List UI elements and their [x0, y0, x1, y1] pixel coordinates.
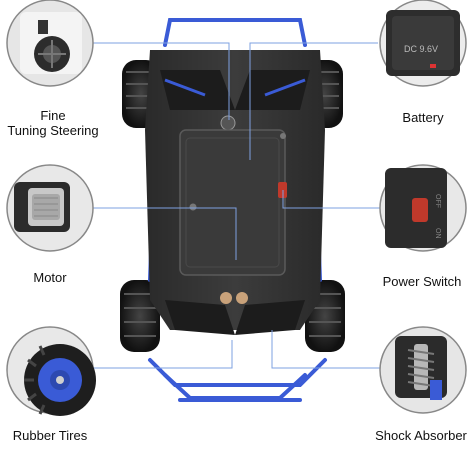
rc-car — [120, 18, 345, 402]
label-rubber-tires: Rubber Tires — [12, 428, 88, 443]
battery-voltage-text: DC 9.6V — [404, 44, 438, 54]
battery-cover — [179, 129, 286, 276]
leader-lines — [80, 42, 380, 369]
label-fine-tuning-steering: Fine Tuning Steering — [7, 108, 99, 138]
inset-power-switch: OFF ON — [379, 164, 467, 252]
steering-knob — [220, 115, 236, 131]
label-power-switch: Power Switch — [382, 274, 462, 289]
inset-fine-tuning-steering — [6, 0, 94, 87]
switch-on-text: ON — [434, 228, 441, 239]
label-shock-absorber: Shock Absorber — [375, 428, 467, 443]
inset-motor — [6, 164, 94, 252]
inset-battery: DC 9.6V — [379, 0, 467, 87]
label-motor: Motor — [33, 270, 67, 285]
inset-rubber-tires — [6, 326, 96, 416]
switch-off-text: OFF — [434, 194, 441, 208]
label-battery: Battery — [402, 110, 444, 125]
inset-shock-absorber — [379, 326, 467, 414]
